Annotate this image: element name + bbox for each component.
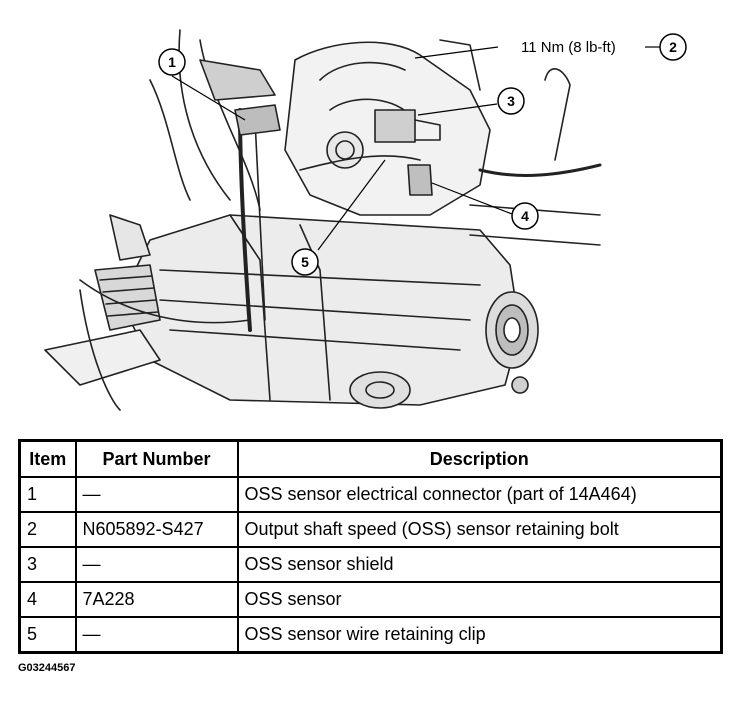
oss-shield (374, 109, 416, 143)
table-row: 2 N605892-S427 Output shaft speed (OSS) … (18, 511, 723, 548)
table-row: 5 — OSS sensor wire retaining clip (18, 616, 723, 654)
description-cell: OSS sensor electrical connector (part of… (236, 476, 723, 513)
torque-spec: 11 Nm (8 lb-ft) (521, 39, 616, 56)
table-header-row: Item Part Number Description (18, 439, 723, 478)
description-cell: OSS sensor (236, 581, 723, 618)
table-row: 4 7A228 OSS sensor (18, 581, 723, 618)
item-cell: 5 (18, 616, 77, 654)
callout-2: 11 Nm (8 lb-ft) 2 (521, 33, 687, 61)
description-cell: Output shaft speed (OSS) sensor retainin… (236, 511, 723, 548)
svg-text:3: 3 (507, 93, 515, 109)
part-number-cell: 7A228 (74, 581, 239, 618)
table-row: 3 — OSS sensor shield (18, 546, 723, 583)
description-cell: OSS sensor wire retaining clip (236, 616, 723, 654)
parts-table: Item Part Number Description 1 — OSS sen… (18, 439, 723, 654)
figure-id: G03244567 (18, 662, 76, 674)
item-cell: 4 (18, 581, 77, 618)
header-item: Item (18, 439, 77, 478)
callout-1: 1 (158, 48, 186, 76)
svg-text:1: 1 (168, 54, 176, 70)
callout-5: 5 (291, 248, 319, 276)
header-part-number: Part Number (74, 439, 239, 478)
svg-text:4: 4 (521, 208, 529, 224)
item-cell: 2 (18, 511, 77, 548)
part-number-cell: N605892-S427 (74, 511, 239, 548)
callout-4: 4 (511, 202, 539, 230)
svg-text:5: 5 (301, 254, 309, 270)
part-number-cell: — (74, 616, 239, 654)
table-row: 1 — OSS sensor electrical connector (par… (18, 476, 723, 513)
part-number-cell: — (74, 476, 239, 513)
item-cell: 3 (18, 546, 77, 583)
svg-text:2: 2 (669, 39, 677, 55)
description-cell: OSS sensor shield (236, 546, 723, 583)
callout-3: 3 (497, 87, 525, 115)
header-description: Description (236, 439, 723, 478)
steering-boot (94, 264, 161, 331)
part-number-cell: — (74, 546, 239, 583)
item-cell: 1 (18, 476, 77, 513)
transmission-illustration: 1 11 Nm (8 lb-ft) 2 3 4 5 (44, 29, 687, 411)
